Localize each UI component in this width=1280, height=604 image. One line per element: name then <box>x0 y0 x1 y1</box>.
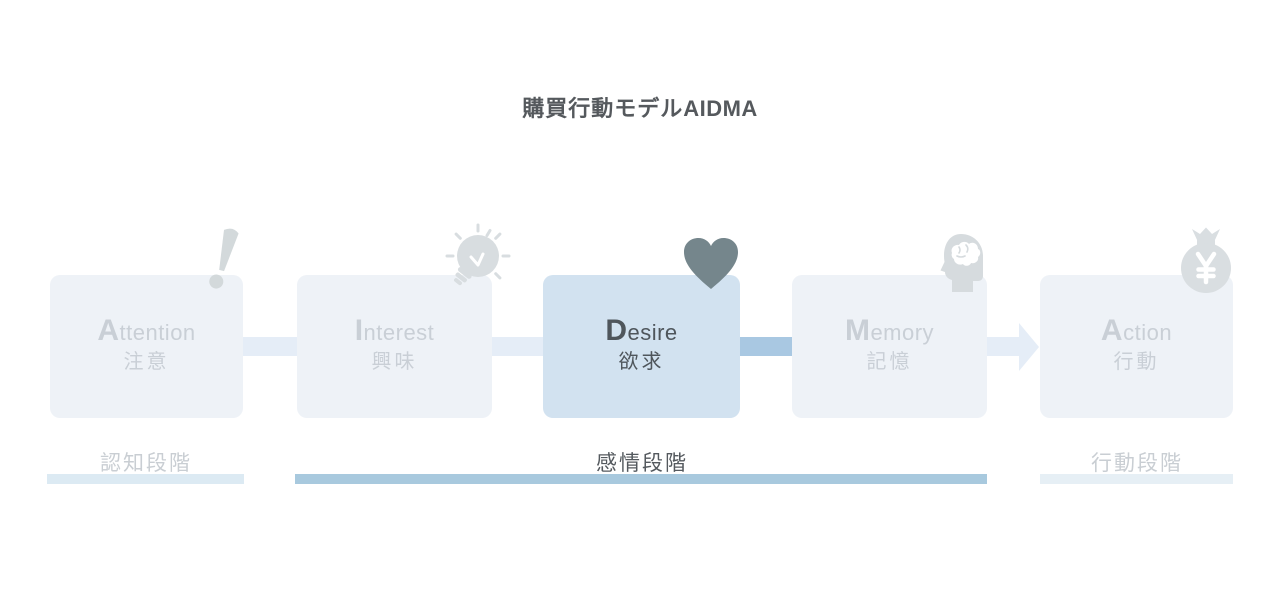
stage-name-en: Interest <box>354 314 435 347</box>
phase-bar-action <box>1040 474 1233 484</box>
connector-memory-action <box>986 337 1019 356</box>
phase-bar-cognition <box>47 474 244 484</box>
page-title: 購買行動モデルAIDMA <box>0 91 1280 123</box>
stage-name-en: Desire <box>605 314 678 347</box>
stage-box-attention: Attention 注意 <box>50 275 243 418</box>
title-prefix: 購買行動モデル <box>522 96 684 121</box>
stage-name-jp: 記憶 <box>866 351 913 373</box>
connector-attention-interest <box>240 337 300 356</box>
stage-box-desire: Desire 欲求 <box>543 275 740 418</box>
stage-name-en: Attention <box>97 314 196 347</box>
connector-interest-desire <box>489 337 546 356</box>
arrow-right-icon <box>1019 323 1039 371</box>
phase-label-emotion: 感情段階 <box>596 452 688 475</box>
stage-name-jp: 行動 <box>1113 351 1160 373</box>
stage-name-jp: 興味 <box>371 351 418 373</box>
stage-box-memory: Memory 記憶 <box>792 275 987 418</box>
lightbulb-icon <box>440 222 512 294</box>
stage-name-en: Action <box>1100 314 1173 347</box>
stage-name-jp: 注意 <box>123 351 170 373</box>
stage-box-interest: Interest 興味 <box>297 275 492 418</box>
phase-label-action: 行動段階 <box>1091 452 1183 475</box>
phase-bar-emotion <box>295 474 987 484</box>
stage-box-action: Action 行動 <box>1040 275 1233 418</box>
exclamation-icon <box>200 226 250 292</box>
connector-desire-memory <box>737 337 795 356</box>
yen-symbol <box>1195 251 1217 285</box>
phase-label-cognition: 認知段階 <box>100 452 192 475</box>
heart-icon <box>682 236 740 292</box>
title-model: AIDMA <box>683 96 758 121</box>
head-brain-icon <box>933 232 987 294</box>
stage-name-jp: 欲求 <box>618 351 665 373</box>
money-bag-icon <box>1177 226 1235 294</box>
stage-name-en: Memory <box>844 314 935 347</box>
